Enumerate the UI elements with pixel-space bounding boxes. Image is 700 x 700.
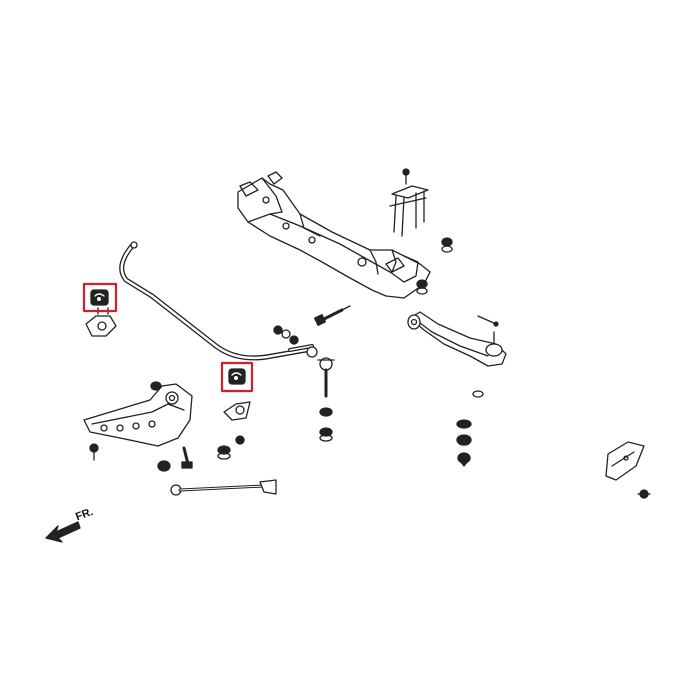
highlight-box-center bbox=[220, 361, 254, 393]
sway-bar-bushing-center[interactable] bbox=[220, 361, 254, 393]
control-arm-right bbox=[407, 311, 507, 367]
lateral-link bbox=[170, 479, 277, 496]
highlight-box-left bbox=[82, 282, 118, 313]
bolt-lower-left bbox=[89, 443, 99, 461]
bolt-lower-middle bbox=[181, 446, 193, 469]
bolt-long-center bbox=[314, 305, 351, 326]
bushing-stack-right bbox=[456, 390, 484, 467]
sway-bar-bushing-left[interactable] bbox=[82, 282, 118, 313]
bushing-lower-left bbox=[157, 460, 171, 472]
tie-rod-end bbox=[317, 357, 335, 442]
bracket-bottom-right bbox=[605, 441, 651, 499]
front-crossmember bbox=[237, 171, 431, 299]
front-direction-arrow-icon bbox=[45, 521, 81, 543]
bushing-small-right bbox=[441, 237, 453, 253]
sway-bar-bracket-center bbox=[217, 401, 251, 460]
bolt-control-arm bbox=[477, 315, 499, 327]
bolt-small-top bbox=[402, 168, 410, 185]
sway-bar bbox=[119, 241, 309, 361]
sway-bar-bracket-left bbox=[85, 307, 117, 337]
lower-bracket-left bbox=[83, 381, 193, 447]
bushing-under-crossmember bbox=[416, 279, 428, 295]
sway-bar-link-bushings bbox=[273, 325, 299, 345]
sway-bar-end-link bbox=[288, 344, 318, 358]
bracket-assembly-top bbox=[389, 185, 429, 237]
